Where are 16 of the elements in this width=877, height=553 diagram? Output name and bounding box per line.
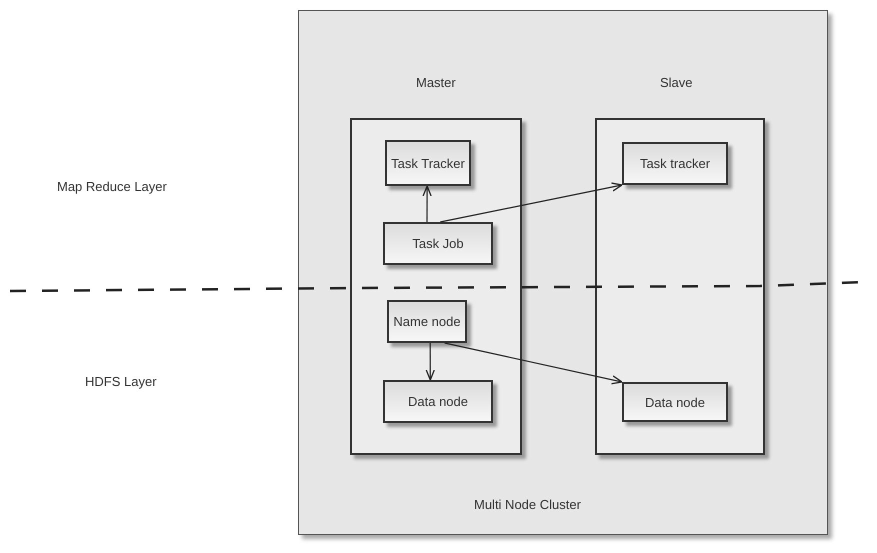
arrow	[422, 185, 432, 222]
process-box: Task Tracker	[385, 140, 471, 186]
process-box: Name node	[387, 300, 467, 343]
process-box: Data node	[383, 380, 493, 423]
arrow	[444, 342, 623, 384]
panel-heading: Master	[416, 75, 456, 90]
process-box: Task Job	[383, 222, 493, 265]
process-box: Data node	[622, 382, 728, 422]
layer-label: Map Reduce Layer	[57, 179, 167, 194]
cluster-panel	[298, 10, 828, 535]
arrow	[440, 182, 623, 223]
cluster-title: Multi Node Cluster	[474, 497, 581, 512]
layer-label: HDFS Layer	[85, 374, 157, 389]
process-box: Task tracker	[622, 142, 728, 185]
panel-heading: Slave	[660, 75, 693, 90]
arrow	[426, 343, 435, 381]
